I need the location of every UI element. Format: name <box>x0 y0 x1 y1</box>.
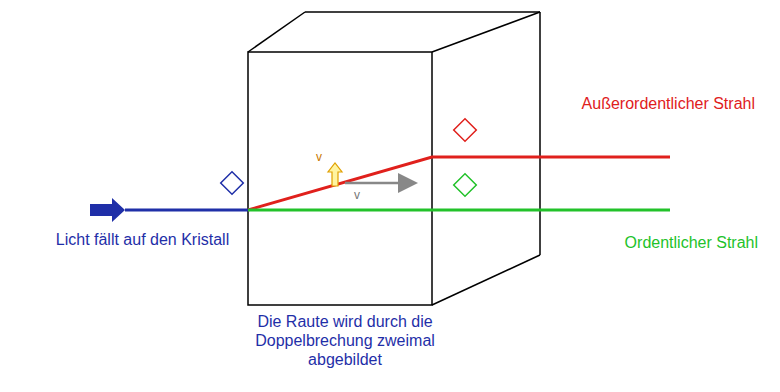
source-label: Licht fällt auf den Kristall <box>50 230 235 249</box>
velocity-arrow <box>345 182 408 185</box>
ordinary-ray <box>248 209 670 212</box>
caption-note: Die Raute wird durch die Doppelbrechung … <box>255 312 435 369</box>
velocity-label: v <box>350 188 364 202</box>
incoming-arrow <box>90 198 125 222</box>
velocity-arrow <box>328 163 342 186</box>
diamond-image <box>454 174 477 197</box>
extraordinary-ray <box>248 157 670 210</box>
velocity-label: v <box>312 150 326 164</box>
ray-label: Außerordentlicher Strahl <box>575 94 755 113</box>
diamond-image <box>454 119 477 142</box>
diamond-object <box>221 172 244 195</box>
incident-ray <box>125 209 249 212</box>
ray-label: Ordentlicher Strahl <box>540 233 758 252</box>
